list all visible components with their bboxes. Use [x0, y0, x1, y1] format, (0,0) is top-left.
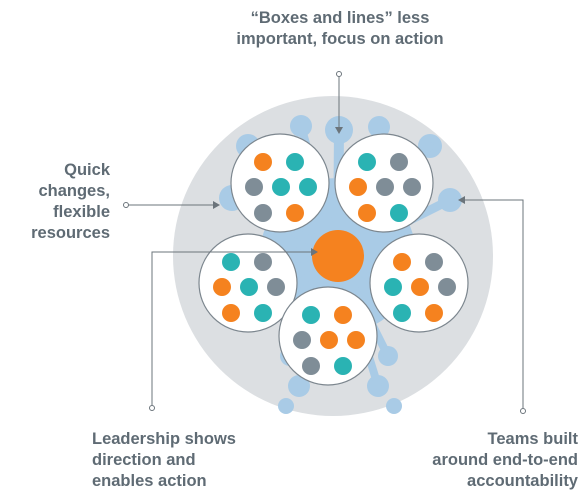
team-member-dot: [213, 278, 231, 296]
team-member-dot: [349, 178, 367, 196]
arrowhead: [213, 201, 220, 209]
team-member-dot: [245, 178, 263, 196]
team-member-dot: [272, 178, 290, 196]
callout-teams: [458, 196, 526, 414]
team-member-dot: [254, 304, 272, 322]
team-circle: [369, 233, 469, 333]
team-member-dot: [293, 331, 311, 349]
team-member-dot: [320, 331, 338, 349]
team-member-dot: [254, 204, 272, 222]
team-member-dot: [334, 306, 352, 324]
team-member-dot: [254, 253, 272, 271]
team-member-dot: [390, 153, 408, 171]
team-member-dot: [425, 304, 443, 322]
callout-left: [123, 201, 220, 209]
team-circle: [278, 286, 378, 386]
callout-anchor: [123, 202, 129, 208]
team-member-dot: [411, 278, 429, 296]
blob-lobe: [278, 398, 294, 414]
team-member-dot: [358, 204, 376, 222]
team-circle: [334, 133, 434, 233]
team-member-dot: [393, 253, 411, 271]
team-member-dot: [222, 304, 240, 322]
team-member-dot: [403, 178, 421, 196]
team-member-dot: [240, 278, 258, 296]
team-member-dot: [222, 253, 240, 271]
team-member-dot: [334, 357, 352, 375]
team-member-dot: [358, 153, 376, 171]
team-member-dot: [376, 178, 394, 196]
callout-anchor: [336, 71, 342, 77]
team-member-dot: [299, 178, 317, 196]
callout-anchor: [520, 408, 526, 414]
callout-anchor: [149, 405, 155, 411]
team-member-dot: [286, 153, 304, 171]
teams: [198, 133, 469, 386]
arrowhead: [335, 127, 343, 134]
team-circle: [230, 133, 330, 233]
team-member-dot: [254, 153, 272, 171]
team-circle: [198, 233, 298, 333]
team-member-dot: [393, 304, 411, 322]
leader-circle: [312, 230, 364, 282]
team-member-dot: [438, 278, 456, 296]
callout-leader: [149, 248, 318, 411]
team-member-dot: [286, 204, 304, 222]
callout-top: [335, 71, 343, 134]
team-member-dot: [384, 278, 402, 296]
blob-lobe: [386, 398, 402, 414]
team-member-dot: [390, 204, 408, 222]
callout-line: [151, 251, 316, 405]
arrowhead: [311, 248, 318, 256]
callout-lines: [123, 71, 526, 414]
team-member-dot: [302, 306, 320, 324]
callout-line: [460, 199, 524, 408]
team-member-dot: [425, 253, 443, 271]
team-member-dot: [267, 278, 285, 296]
arrowhead: [458, 196, 465, 204]
team-member-dot: [347, 331, 365, 349]
team-member-dot: [302, 357, 320, 375]
